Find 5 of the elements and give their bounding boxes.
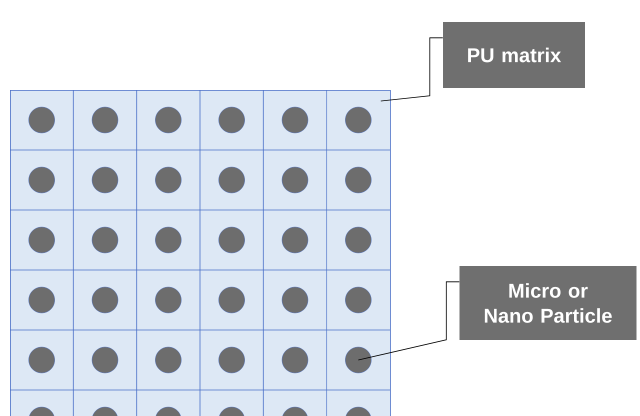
label-box: PU matrix: [443, 22, 585, 88]
label-box: Micro or Nano Particle: [460, 266, 636, 340]
particle: [345, 346, 372, 374]
leader-line: [358, 281, 460, 360]
leader-line: [380, 37, 444, 102]
